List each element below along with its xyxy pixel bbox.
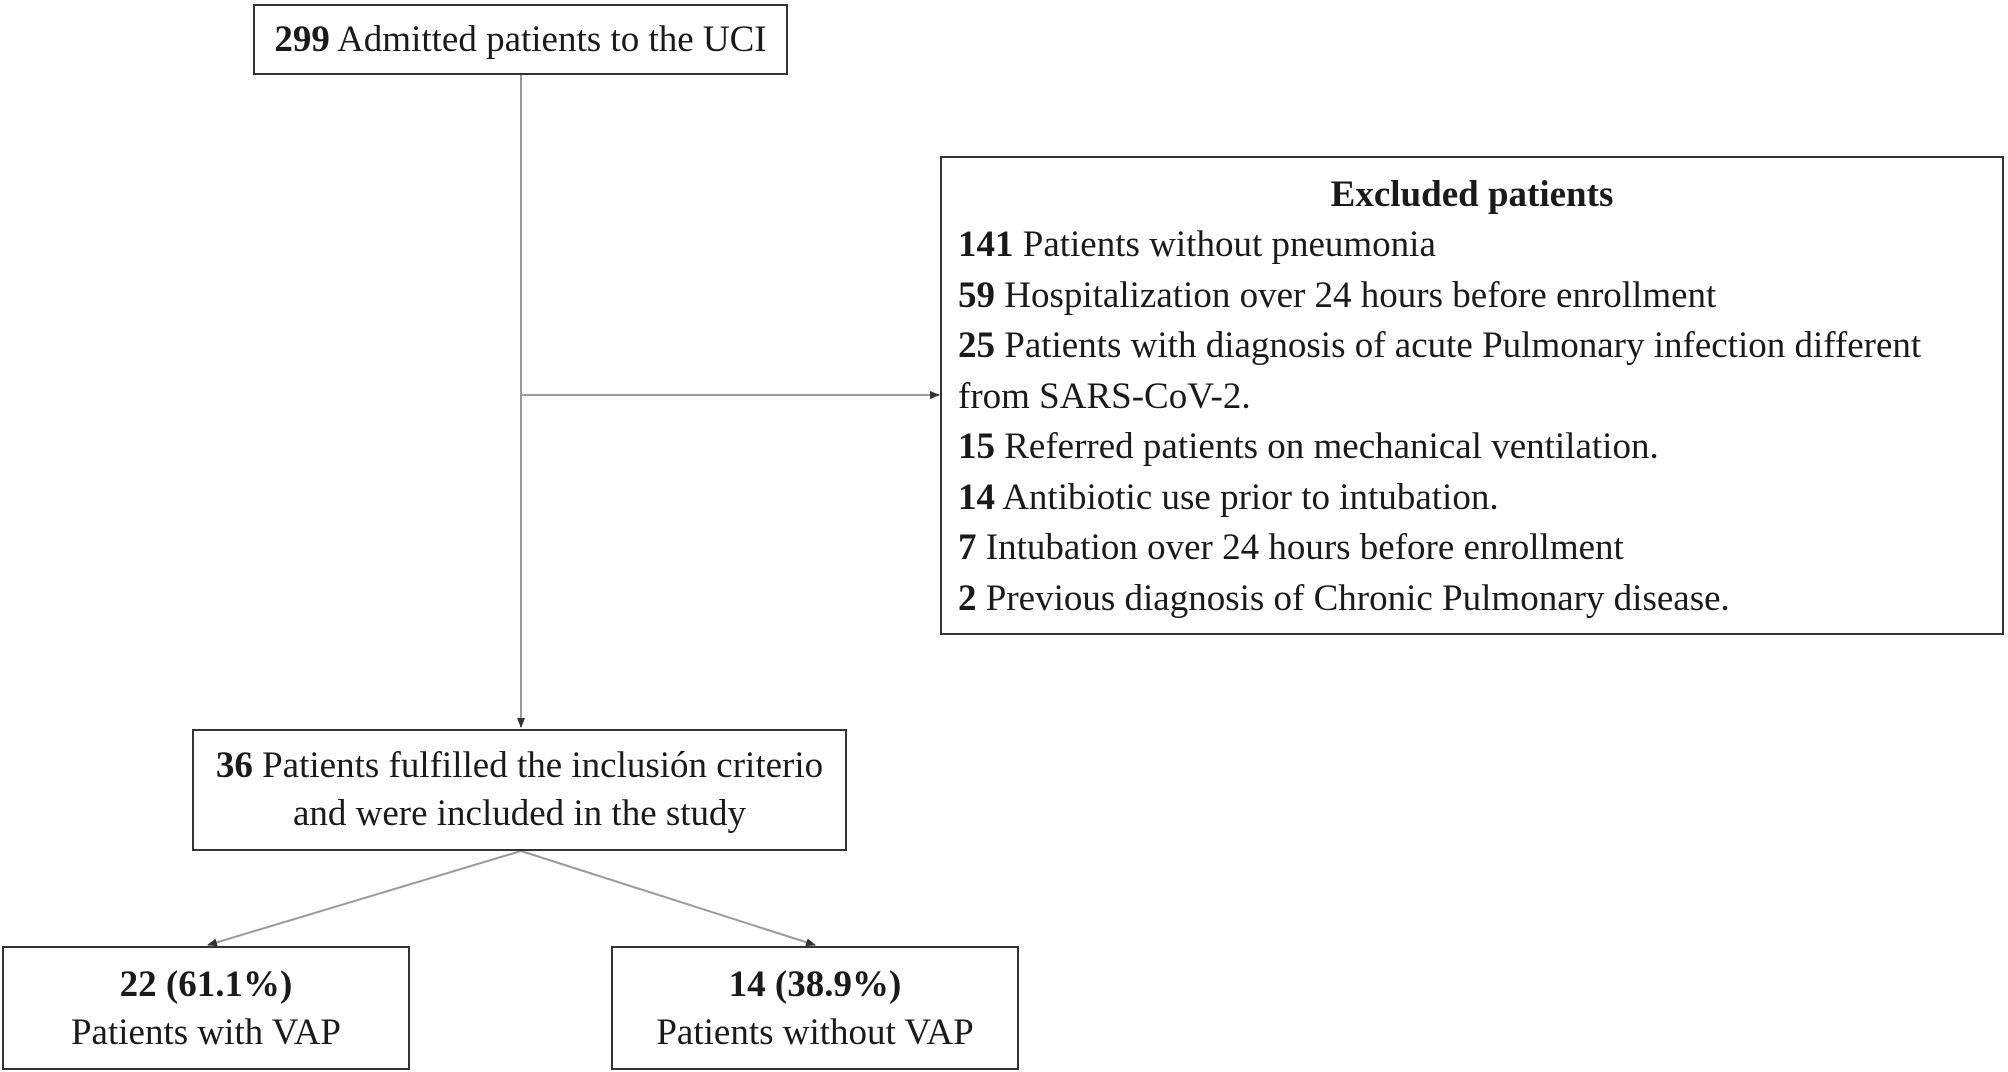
arrow-to-without-vap xyxy=(520,850,816,947)
with-vap-count: 22 (61.1%) xyxy=(119,964,293,1005)
excluded-item: 25 Patients with diagnosis of acute Pulm… xyxy=(958,321,1986,372)
included-text-1: Patients fulfilled the inclusión criteri… xyxy=(252,745,824,786)
excluded-item-text: Hospitalization over 24 hours before enr… xyxy=(995,274,1717,316)
excluded-item-text: Patients without pneumonia xyxy=(1013,224,1436,265)
excluded-item-count: 14 xyxy=(958,476,995,518)
admitted-count: 299 xyxy=(274,19,330,60)
excluded-item-count: 15 xyxy=(958,426,995,467)
excluded-item: 59 Hospitalization over 24 hours before … xyxy=(958,271,1986,322)
without-vap-count: 14 (38.9%) xyxy=(728,964,902,1005)
excluded-item-text: Referred patients on mechanical ventilat… xyxy=(995,426,1659,467)
included-line-2: and were included in the study xyxy=(292,793,747,834)
included-line-1: 36 Patients fulfilled the inclusión crit… xyxy=(194,742,845,790)
admitted-label: Admitted patients to the UCI xyxy=(329,19,767,60)
excluded-item-text: Antibiotic use prior to intubation. xyxy=(995,476,1499,518)
excluded-item-text: from SARS-CoV-2. xyxy=(958,375,1251,417)
excluded-item-continuation: from SARS-CoV-2. xyxy=(958,372,1986,423)
excluded-item-count: 2 xyxy=(958,577,977,619)
excluded-item: 14 Antibiotic use prior to intubation. xyxy=(958,473,1986,524)
excluded-item-text: Patients with diagnosis of acute Pulmona… xyxy=(995,325,1922,366)
excluded-patients-box: Excluded patients 141 Patients without p… xyxy=(940,156,2004,635)
excluded-item: 7 Intubation over 24 hours before enroll… xyxy=(958,523,1986,574)
excluded-item-text: Previous diagnosis of Chronic Pulmonary … xyxy=(976,577,1730,619)
without-vap-box: 14 (38.9%) Patients without VAP xyxy=(611,946,1019,1070)
included-patients-box: 36 Patients fulfilled the inclusión crit… xyxy=(192,729,847,851)
arrow-to-with-vap xyxy=(207,850,522,947)
admitted-patients-box: 299 Admitted patients to the UCI xyxy=(253,4,788,75)
with-vap-label: Patients with VAP xyxy=(70,1012,342,1053)
excluded-item-count: 141 xyxy=(958,224,1014,265)
excluded-item-count: 25 xyxy=(958,325,995,366)
excluded-item-text: Intubation over 24 hours before enrollme… xyxy=(976,527,1624,568)
excluded-item-count: 7 xyxy=(958,527,977,568)
with-vap-box: 22 (61.1%) Patients with VAP xyxy=(2,946,410,1070)
excluded-item-count: 59 xyxy=(958,274,995,316)
without-vap-label: Patients without VAP xyxy=(656,1012,974,1053)
excluded-item: 2 Previous diagnosis of Chronic Pulmonar… xyxy=(958,574,1986,625)
excluded-item: 141 Patients without pneumonia xyxy=(958,220,1986,271)
excluded-title: Excluded patients xyxy=(1330,174,1614,215)
included-count: 36 xyxy=(215,745,253,786)
excluded-item: 15 Referred patients on mechanical venti… xyxy=(958,422,1986,473)
